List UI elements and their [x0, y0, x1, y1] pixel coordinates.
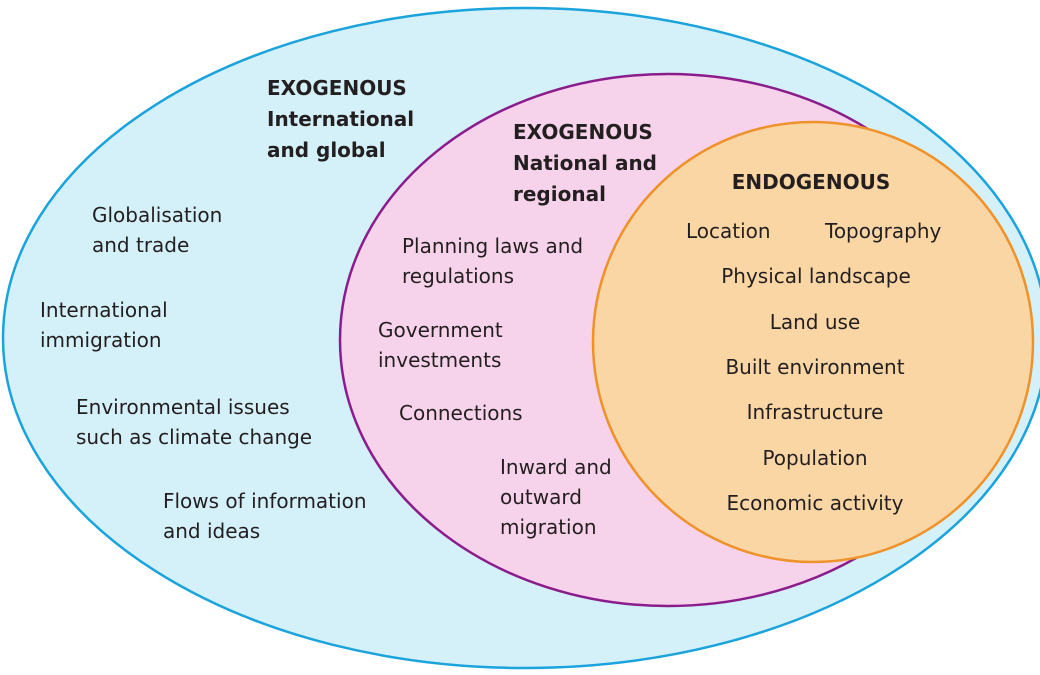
middle-heading-line-3: regional	[513, 182, 606, 206]
middle-heading-line-2: National and	[513, 151, 657, 175]
inner-item-population: Population	[762, 446, 867, 470]
middle-item-line: Planning laws and	[402, 234, 583, 258]
outer-item-immigration: International immigration	[40, 298, 174, 352]
outer-item-line: and ideas	[163, 519, 260, 543]
middle-item-line: investments	[378, 348, 501, 372]
outer-item-line: immigration	[40, 328, 162, 352]
outer-heading-line-2: International	[267, 107, 414, 131]
outer-heading-line-3: and global	[267, 138, 386, 162]
middle-item-line: migration	[500, 515, 597, 539]
middle-item-line: regulations	[402, 264, 514, 288]
inner-item-physical-landscape: Physical landscape	[721, 264, 911, 288]
middle-item-migration: Inward and outward migration	[500, 455, 618, 539]
middle-heading: EXOGENOUS National and regional	[513, 120, 664, 206]
outer-item-line: Flows of information	[163, 489, 367, 513]
outer-item-line: Environmental issues	[76, 395, 290, 419]
outer-heading: EXOGENOUS International and global	[267, 76, 421, 162]
middle-item-line: Government	[378, 318, 503, 342]
inner-ellipse-endogenous	[591, 120, 1035, 564]
middle-item-planning: Planning laws and regulations	[402, 234, 589, 288]
middle-item-line: Connections	[399, 401, 523, 425]
outer-heading-line-1: EXOGENOUS	[267, 76, 407, 100]
middle-item-connections: Connections	[399, 401, 523, 425]
inner-item-infrastructure: Infrastructure	[747, 400, 884, 424]
inner-item-built-environment: Built environment	[725, 355, 904, 379]
outer-item-line: such as climate change	[76, 425, 312, 449]
outer-item-environmental: Environmental issues such as climate cha…	[76, 395, 312, 449]
outer-item-line: International	[40, 298, 168, 322]
inner-heading: ENDOGENOUS	[732, 170, 890, 194]
outer-item-flows: Flows of information and ideas	[163, 489, 373, 543]
outer-item-line: Globalisation	[92, 203, 222, 227]
inner-heading-line-1: ENDOGENOUS	[732, 170, 890, 194]
inner-item-land-use: Land use	[770, 310, 861, 334]
outer-item-globalisation: Globalisation and trade	[92, 203, 229, 257]
middle-item-line: Inward and	[500, 455, 612, 479]
inner-item-topography: Topography	[824, 219, 942, 243]
middle-item-line: outward	[500, 485, 582, 509]
middle-heading-line-1: EXOGENOUS	[513, 120, 653, 144]
middle-item-government: Government investments	[378, 318, 509, 372]
outer-item-line: and trade	[92, 233, 189, 257]
inner-item-economic-activity: Economic activity	[727, 491, 904, 515]
inner-item-location: Location	[686, 219, 771, 243]
